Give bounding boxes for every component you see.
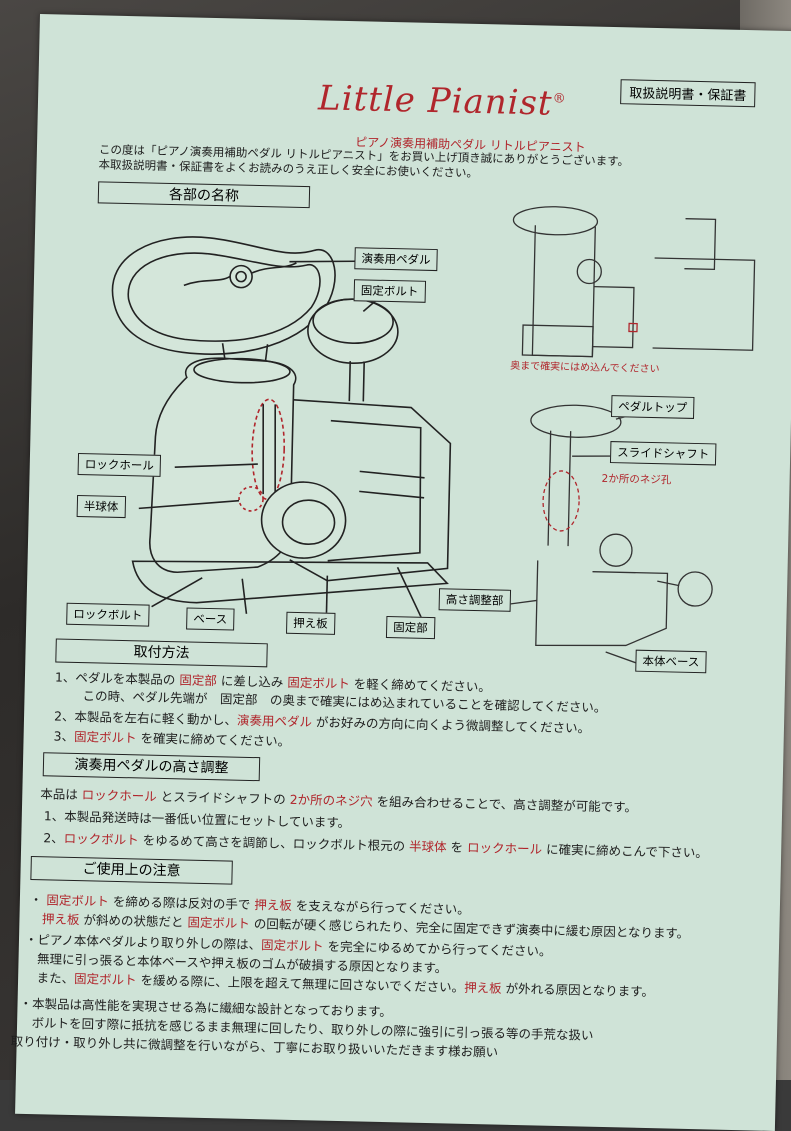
label-hemisphere: 半球体 <box>76 494 126 519</box>
label-height-adjust: 高さ調整部 <box>438 588 511 612</box>
label-fixing-part: 固定部 <box>385 616 435 640</box>
screw-holes-note: 2か所のネジ孔 <box>601 472 672 487</box>
product-illustration <box>111 206 756 669</box>
label-pedal: 演奏用ペダル <box>354 247 438 272</box>
label-lock-hole: ロックホール <box>77 452 162 477</box>
label-slide-shaft: スライドシャフト <box>609 441 717 466</box>
label-pedal-top: ペダルトップ <box>611 395 695 419</box>
instruction-sheet: Little Pianist® ピアノ演奏用補助ペダル リトルピアニスト 取扱説… <box>11 14 791 1131</box>
height-section-title: 演奏用ペダルの高さ調整 <box>42 752 261 782</box>
label-fixing-bolt: 固定ボルト <box>353 279 426 303</box>
install-section-title: 取付方法 <box>55 638 268 668</box>
label-base: ベース <box>186 607 235 631</box>
label-press-plate: 押え板 <box>286 611 335 635</box>
label-body-base: 本体ベース <box>635 649 707 674</box>
label-lock-bolt: ロックボルト <box>66 602 150 627</box>
cautions-section-title: ご使用上の注意 <box>30 856 233 885</box>
